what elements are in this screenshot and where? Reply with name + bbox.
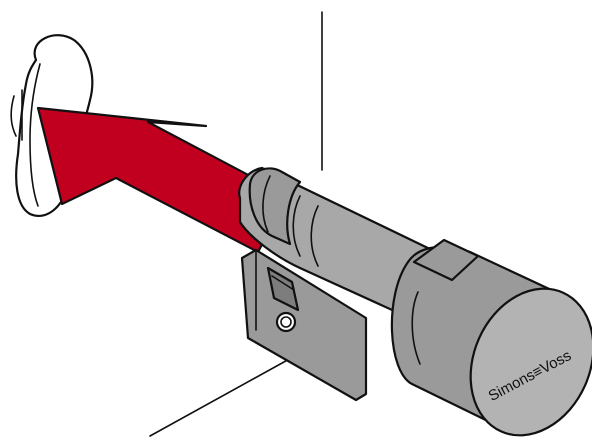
screw-hole	[277, 313, 295, 331]
electronic-knob	[392, 240, 592, 444]
floor-edge-line	[150, 352, 302, 436]
